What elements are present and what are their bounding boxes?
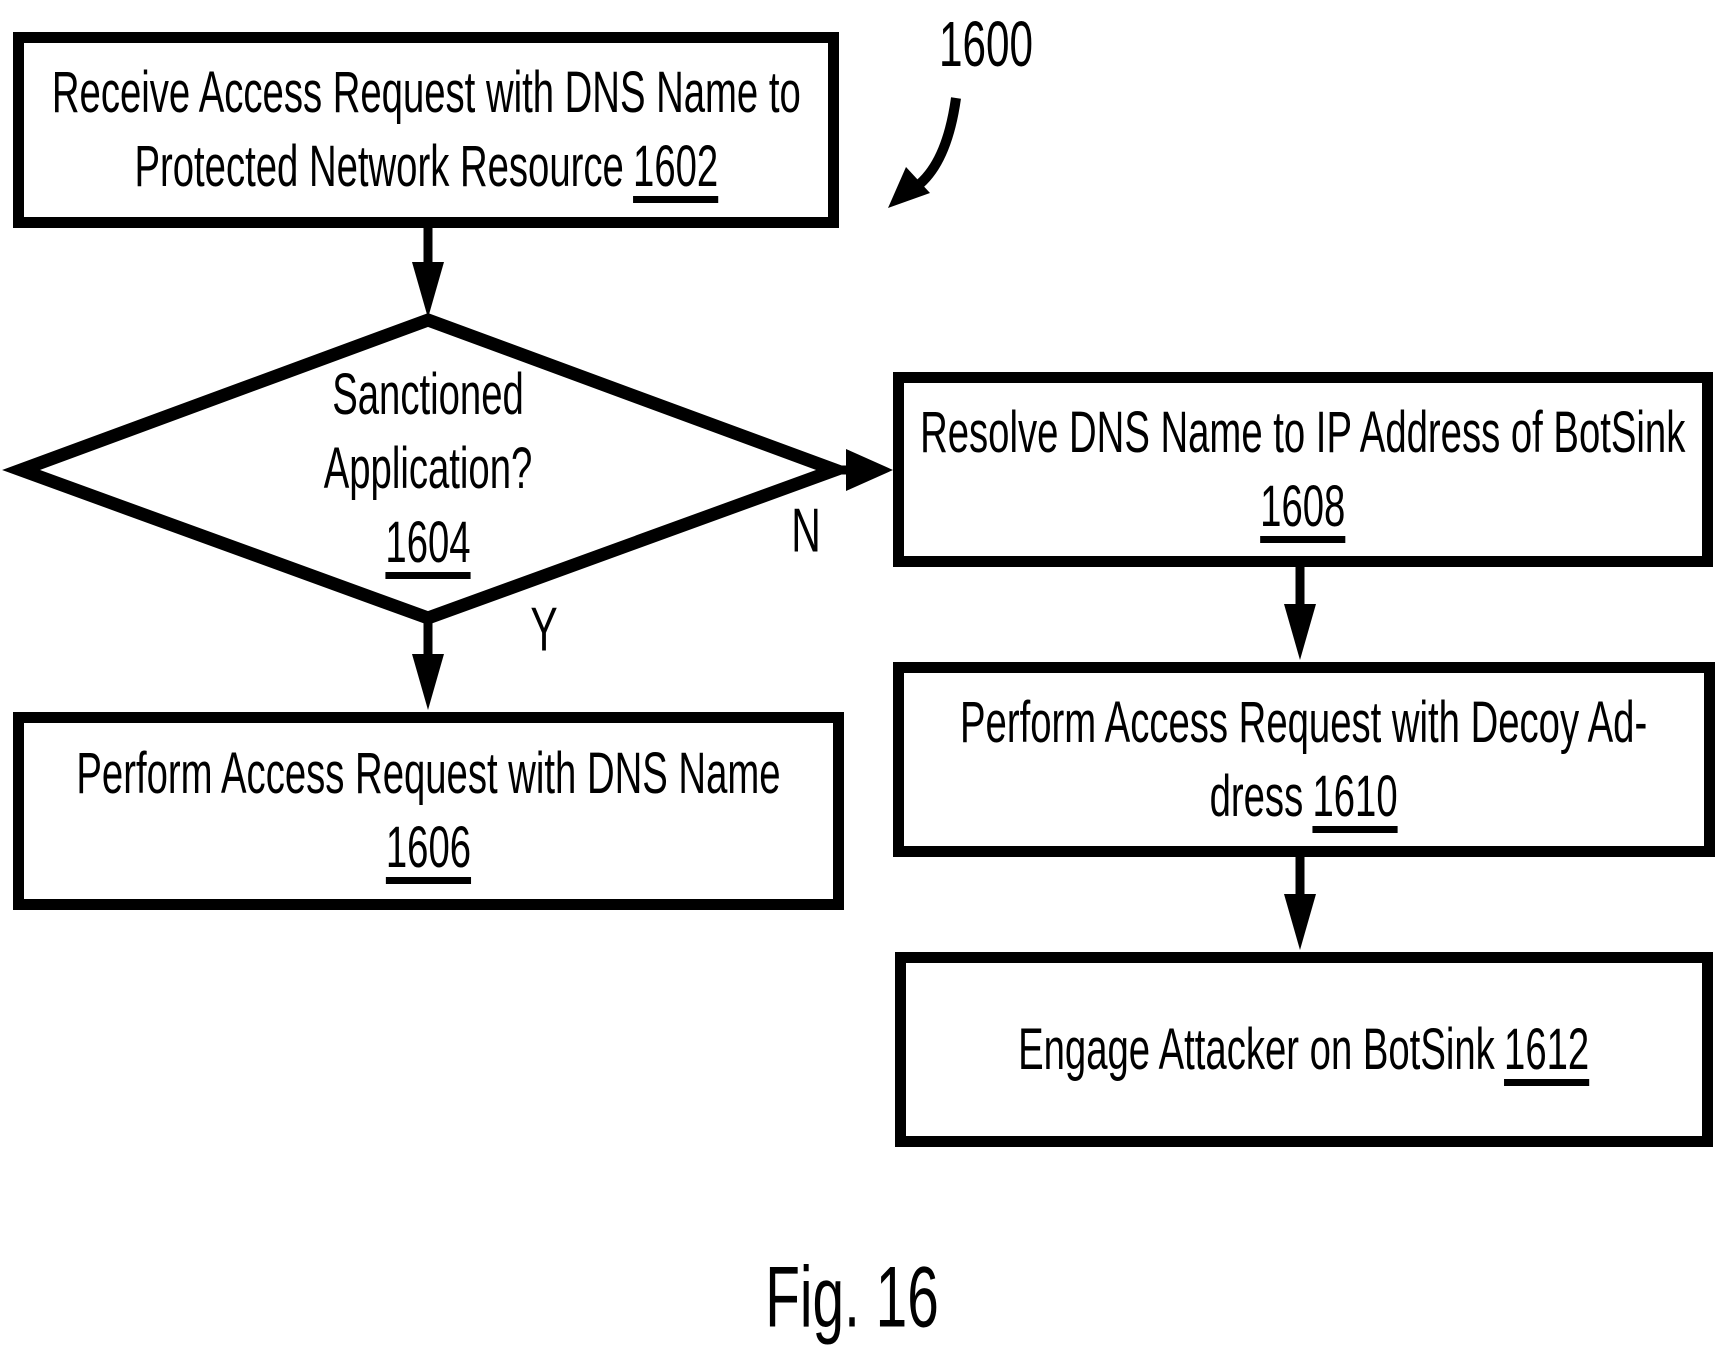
ref-number: 1602 bbox=[632, 134, 718, 199]
ref-number: 1604 bbox=[385, 510, 471, 575]
node-sanctioned-application: Sanctioned Application? 1604 bbox=[21, 320, 835, 618]
branch-label-no: N bbox=[791, 496, 821, 566]
arrow-decoy-to-engage bbox=[1284, 857, 1316, 950]
arrow-decision-to-perform-dns bbox=[412, 616, 444, 710]
figure-ref-leader-arrow bbox=[888, 97, 961, 208]
ref-number: 1606 bbox=[385, 815, 472, 880]
figure-ref-label: 1600 bbox=[939, 8, 1033, 80]
node-receive-access-request: Receive Access Request with DNS Name to … bbox=[13, 32, 839, 228]
arrow-resolve-to-decoy bbox=[1284, 567, 1316, 660]
node-text-line: Application? bbox=[323, 436, 533, 501]
ref-number: 1610 bbox=[1312, 763, 1399, 829]
arrow-decision-to-resolve bbox=[833, 449, 893, 491]
ref-number: 1612 bbox=[1504, 1016, 1590, 1082]
node-text-line: Receive Access Request with DNS Name to bbox=[51, 60, 801, 125]
ref-number: 1608 bbox=[1260, 473, 1346, 539]
figure-caption: Fig. 16 bbox=[765, 1249, 939, 1346]
arrow-receive-to-decision bbox=[412, 228, 444, 318]
node-text-line: Sanctioned bbox=[332, 362, 524, 427]
node-text-line: Perform Access Request with DNS Name bbox=[76, 741, 781, 806]
node-text-line: Perform Access Request with Decoy Ad- bbox=[960, 689, 1648, 755]
node-text-line: 1608 bbox=[920, 470, 1685, 544]
branch-label-yes: Y bbox=[530, 595, 558, 665]
node-resolve-dns-name: Resolve DNS Name to IP Address of BotSin… bbox=[893, 372, 1713, 567]
node-text-line: 1606 bbox=[76, 811, 780, 885]
node-text-line: Resolve DNS Name to IP Address of BotSin… bbox=[920, 399, 1686, 465]
node-perform-request-decoy: Perform Access Request with Decoy Ad- dr… bbox=[893, 662, 1715, 857]
node-perform-request-dns: Perform Access Request with DNS Name 160… bbox=[13, 712, 844, 910]
node-text-line: 1604 bbox=[324, 506, 533, 580]
